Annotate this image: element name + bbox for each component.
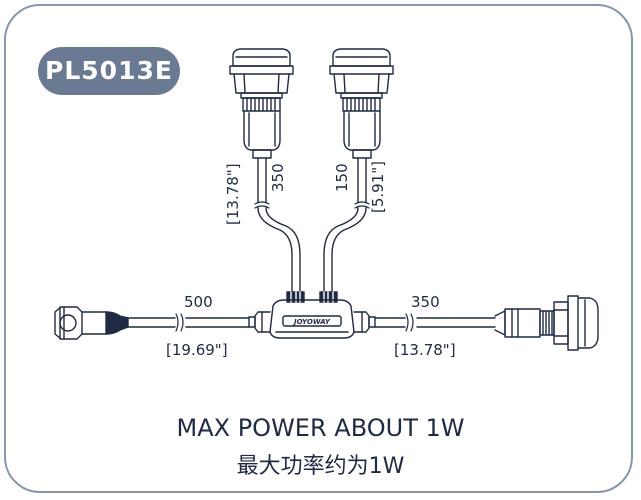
power-caption-english: MAX POWER ABOUT 1W [176,414,465,442]
splitter [248,291,376,339]
input-mm-label: 500 [184,293,213,311]
model-badge: PL5013E [38,47,180,95]
output-inch-label: [13.78"] [394,341,456,359]
right-branch-inch-label: [5.91"] [369,161,387,213]
left-light-fixture [229,48,294,203]
splitter-logo: JOYOWAY [292,318,331,326]
input-connector [54,306,129,340]
output-fixture [494,295,599,351]
left-branch-inch-label: [13.78"] [224,163,242,225]
input-inch-label: [19.69"] [166,341,228,359]
branch-cables [254,201,370,293]
output-mm-label: 350 [411,293,440,311]
right-branch-mm-label: 150 [333,163,351,192]
left-branch-mm-label: 350 [269,163,287,192]
right-light-fixture [329,48,394,203]
main-cables [127,313,496,332]
power-caption-chinese: 最大功率约为1W [236,454,405,479]
